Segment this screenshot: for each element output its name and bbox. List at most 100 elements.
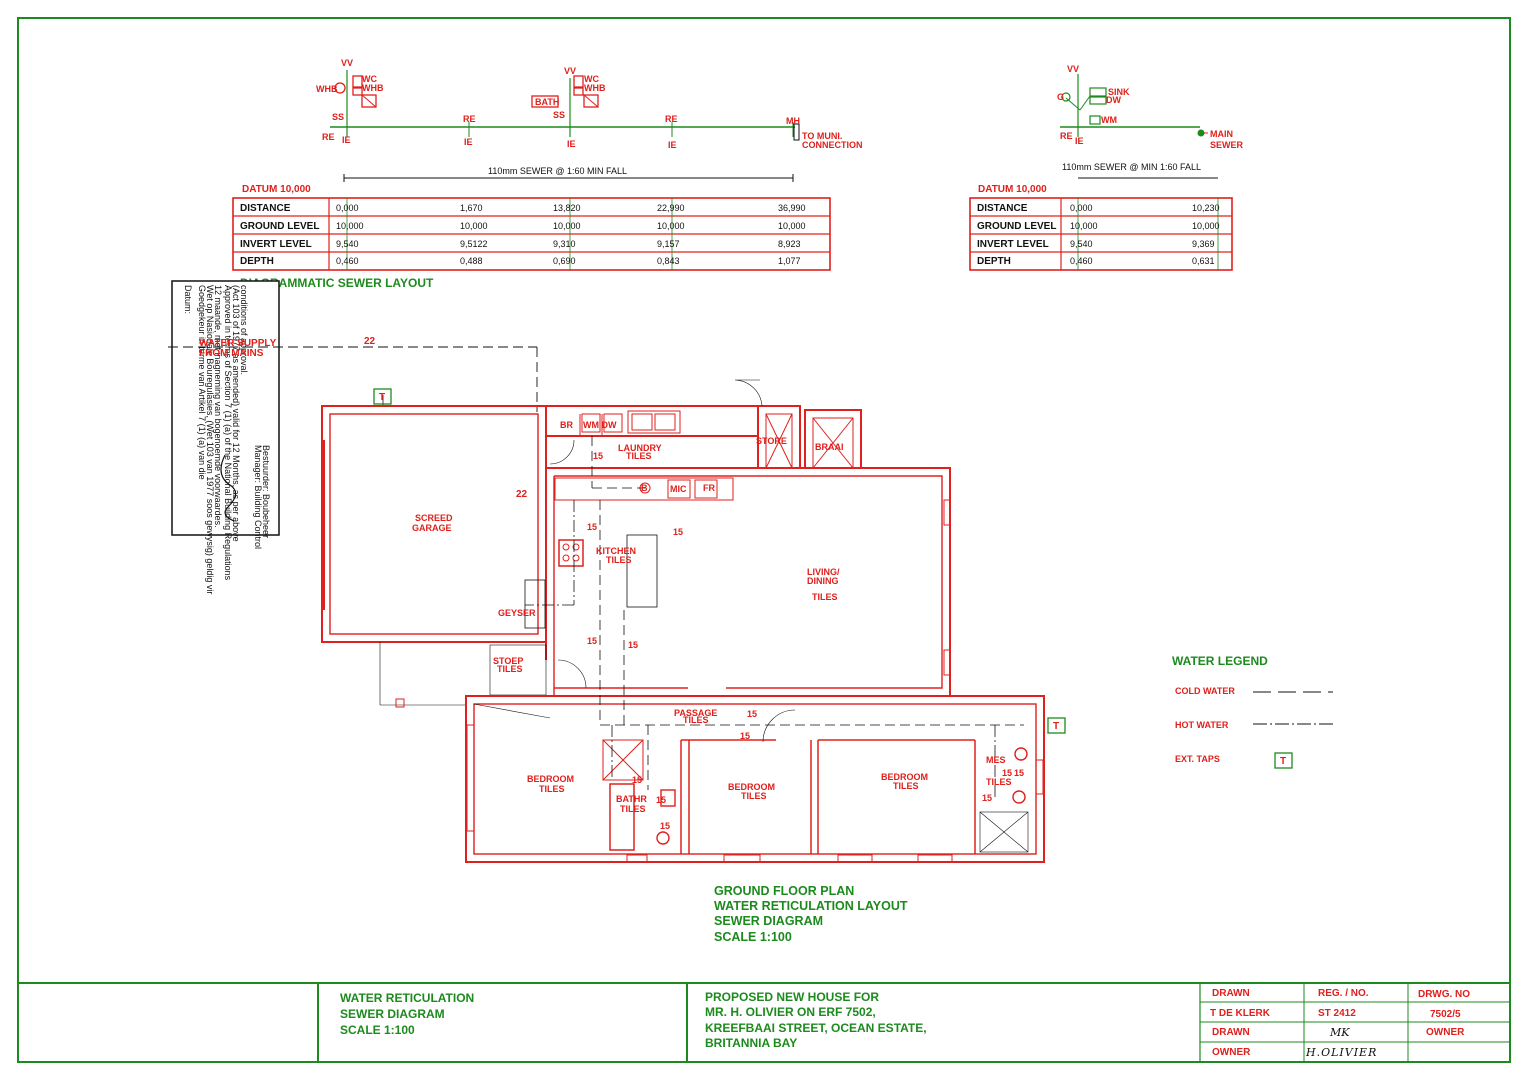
pipe-size: 15 — [982, 793, 992, 803]
room-garage-2: GARAGE — [412, 523, 452, 533]
stamp-line-1: Goedgekeur in terme van Artikel 7 (1) (a… — [197, 285, 207, 480]
kitchen-label-g: G — [1057, 92, 1064, 102]
table-kitchen-cell: 0,000 — [1070, 203, 1093, 213]
tb-drawing-line-1: WATER RETICULATION — [340, 991, 474, 1005]
table-main-cell: 10,000 — [460, 221, 488, 231]
room-bedroom3-1: BEDROOM — [881, 772, 928, 782]
sewer-diagram-main: VV WHB WC WHB SS RE IE RE IE BATH VV WC … — [316, 58, 863, 182]
tb-drwg-no: 7502/5 — [1430, 1009, 1461, 1020]
table-main-cell: 9,310 — [553, 239, 576, 249]
legend-hot-water: HOT WATER — [1175, 720, 1229, 730]
table-main-cell: 10,000 — [778, 221, 806, 231]
table-main-cell: 13,820 — [553, 203, 581, 213]
table-kitchen-cell: 9,540 — [1070, 239, 1093, 249]
room-living-3: TILES — [812, 592, 838, 602]
pipe-size: 15 — [593, 451, 603, 461]
table-main-cell: 1,077 — [778, 256, 801, 266]
table-main-cell: 9,157 — [657, 239, 680, 249]
label-bath: BATH — [535, 97, 559, 107]
kitchen-label-dw: DW — [1106, 95, 1121, 105]
room-bedroom3-2: TILES — [893, 781, 919, 791]
room-laundry-2: TILES — [626, 451, 652, 461]
tb-project-line-1: PROPOSED NEW HOUSE FOR — [705, 990, 879, 1004]
label-ss-2: SS — [553, 110, 565, 120]
table-main-datum: DATUM 10,000 — [242, 184, 311, 195]
table-main-cell: 36,990 — [778, 203, 806, 213]
water-legend: WATER LEGEND COLD WATER HOT WATER EXT. T… — [1172, 654, 1333, 769]
room-passage-2: TILES — [683, 715, 709, 725]
title-block: WATER RETICULATION SEWER DIAGRAM SCALE 1… — [317, 982, 1511, 1063]
room-passage-1: PASSAGE — [674, 708, 717, 718]
room-wm-dw: WM DW — [583, 420, 617, 430]
table-kitchen-row-3-label: DEPTH — [977, 256, 1011, 267]
label-vv: VV — [341, 58, 353, 68]
tb-reg-label: REG. / NO. — [1318, 988, 1369, 999]
dim-22-top: 22 — [364, 336, 376, 347]
pipe-size: 15 — [632, 775, 642, 785]
legend-title: WATER LEGEND — [1172, 654, 1268, 668]
room-garage-1: SCREED — [415, 513, 453, 523]
room-braai: BRAAI — [815, 442, 844, 452]
kitchen-label-sink: SINK — [1108, 87, 1130, 97]
room-bath-1: BATHR — [616, 794, 647, 804]
tb-drawn-label-2: DRAWN — [1212, 1027, 1250, 1038]
tb-drawn-signature: MK — [1329, 1026, 1350, 1039]
pipe-size: 15 — [587, 636, 597, 646]
table-main-row-0-label: DISTANCE — [240, 203, 291, 214]
room-living-1: LIVING/ — [807, 567, 840, 577]
stamp-footer-1: Bestuurder: Boubeheer — [261, 445, 271, 538]
pipe-size: 15 — [673, 527, 683, 537]
room-bedroom2-2: TILES — [741, 791, 767, 801]
legend-cold-water: COLD WATER — [1175, 686, 1235, 696]
table-kitchen-datum: DATUM 10,000 — [978, 184, 1047, 195]
legend-tap-symbol: T — [1280, 756, 1286, 767]
label-whb: WHB — [316, 84, 338, 94]
tb-owner-label-2: OWNER — [1212, 1047, 1251, 1058]
plan-title: GROUND FLOOR PLAN WATER RETICULATION LAY… — [714, 884, 908, 944]
stamp-line-5: (Act 103 of 1977 as amended) valid for 1… — [231, 285, 241, 542]
room-bath-2: TILES — [620, 804, 646, 814]
room-geyser: GEYSER — [498, 608, 536, 618]
stamp-footer-2: Manager: Building Control — [253, 445, 263, 549]
room-fr: FR — [703, 483, 715, 493]
table-main-cell: 22,990 — [657, 203, 685, 213]
kitchen-label-re: RE — [1060, 131, 1073, 141]
kitchen-label-sewer: SEWER — [1210, 140, 1244, 150]
plan-title-line-2: WATER RETICULATION LAYOUT — [714, 899, 908, 913]
room-kitchen-1: KITCHEN — [596, 546, 636, 556]
pipe-size: 15 — [656, 795, 666, 805]
table-main-cell: 0,690 — [553, 256, 576, 266]
room-mes-1: MES — [986, 755, 1006, 765]
stamp-datum: Datum: — [183, 285, 193, 314]
room-stoep-1: STOEP — [493, 656, 523, 666]
label-mh: MH — [786, 116, 800, 126]
tb-drawn-label: DRAWN — [1212, 988, 1250, 999]
table-kitchen-cell: 0,460 — [1070, 256, 1093, 266]
room-laundry-1: LAUNDRY — [618, 443, 662, 453]
stamp-line-6: conditions of approval. — [239, 285, 249, 375]
table-kitchen-cell: 10,000 — [1070, 221, 1098, 231]
tb-project-line-2: MR. H. OLIVIER ON ERF 7502, — [705, 1005, 876, 1019]
label-to-muni: TO MUNI. — [802, 131, 842, 141]
stamp-signature — [220, 454, 237, 522]
pipe-size: 15 — [660, 821, 670, 831]
table-main-row-3-label: DEPTH — [240, 256, 274, 267]
stamp-line-2: Wet op Nasionale Bouregulasies, (Wet 103… — [205, 285, 215, 594]
legend-ext-taps: EXT. TAPS — [1175, 754, 1220, 764]
table-main-cell: 10,000 — [336, 221, 364, 231]
table-main-cell: 10,000 — [657, 221, 685, 231]
tb-drwg-label: DRWG. NO — [1418, 989, 1470, 1000]
table-kitchen-row-2-label: INVERT LEVEL — [977, 239, 1049, 250]
label-wc-2: WC — [584, 74, 599, 84]
level-table-kitchen: DATUM 10,000 DISTANCE GROUND LEVEL INVER… — [969, 184, 1233, 271]
tb-drawn-by: T DE KLERK — [1210, 1008, 1271, 1019]
table-main-cell: 8,923 — [778, 239, 801, 249]
stamp-text: Datum: Goedgekeur in terme van Artikel 7… — [183, 285, 271, 594]
label-re-3: RE — [665, 114, 678, 124]
table-main-cell: 0,488 — [460, 256, 483, 266]
tb-reg-no: ST 2412 — [1318, 1008, 1356, 1019]
tb-project-line-4: BRITANNIA BAY — [705, 1036, 797, 1050]
room-mes-2: TILES — [986, 777, 1012, 787]
